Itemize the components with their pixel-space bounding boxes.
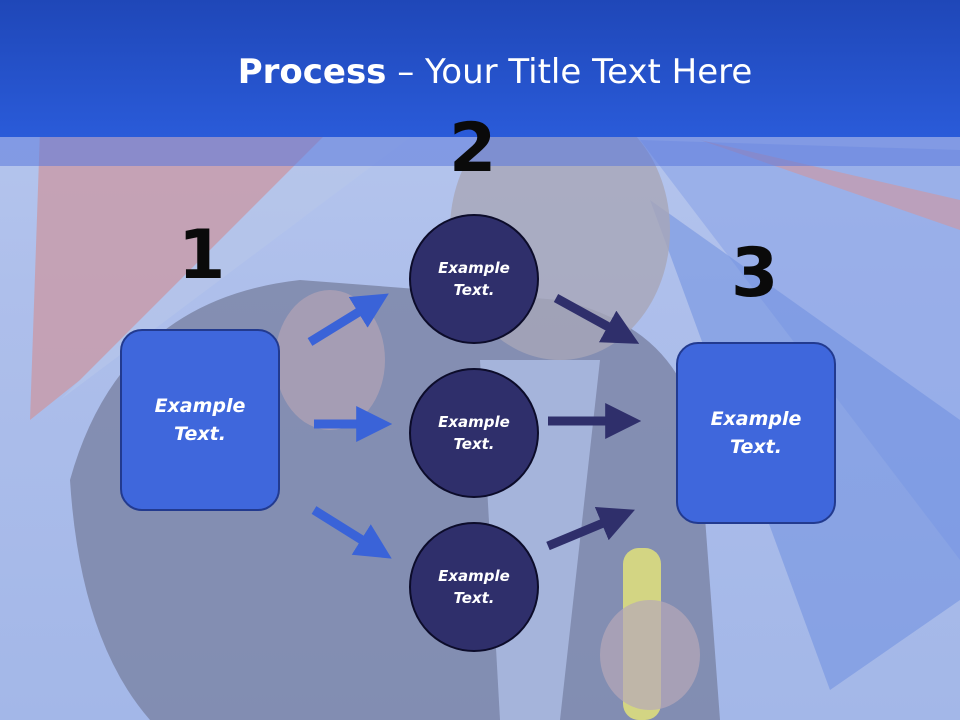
title-bar — [0, 0, 960, 137]
title-band — [0, 137, 960, 166]
title-rest: – Your Title Text Here — [386, 52, 753, 92]
arrow-top-to-right — [553, 294, 640, 344]
slide-title: Process – Your Title Text Here — [0, 52, 960, 92]
left-box-line-1: Example — [154, 394, 246, 417]
arrow-left-to-top — [307, 293, 389, 346]
circle-3-line-1: Example — [438, 566, 510, 585]
circle-2-line-2: Text. — [453, 435, 495, 453]
circle-3-line-2: Text. — [453, 589, 495, 607]
right-box-line-2: Text. — [730, 436, 782, 458]
circle-2-line-1: Example — [438, 412, 510, 431]
arrow-bottom-to-right — [546, 507, 635, 551]
step-number-3: 3 — [731, 234, 779, 313]
right-box-line-1: Example — [710, 407, 802, 430]
arrow-left-to-bottom — [311, 506, 392, 559]
title-bold: Process — [237, 52, 387, 92]
step-number-2: 2 — [449, 109, 497, 188]
left-box-line-2: Text. — [174, 423, 226, 445]
circle-1-line-1: Example — [438, 258, 510, 277]
circle-1-line-2: Text. — [453, 281, 495, 299]
step-number-1: 1 — [178, 216, 226, 295]
